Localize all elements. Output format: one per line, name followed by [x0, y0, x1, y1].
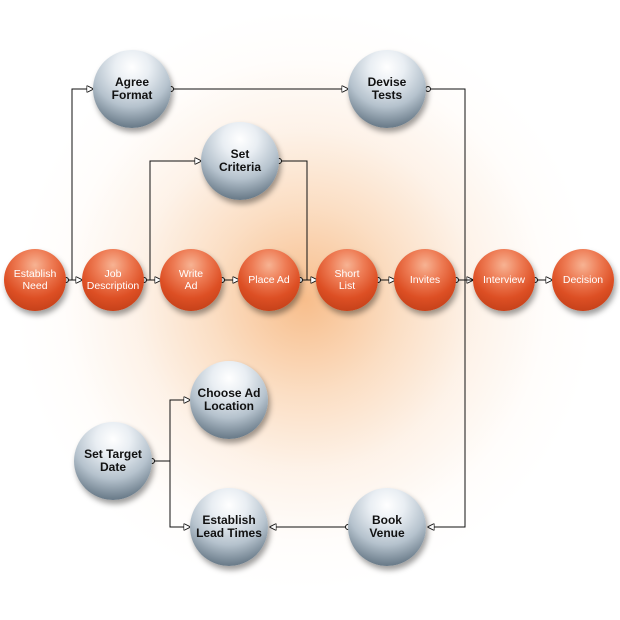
node-establish-lead-times[interactable]: Establish Lead Times	[190, 488, 268, 566]
node-choose-ad-location[interactable]: Choose Ad Location	[190, 361, 268, 439]
edge-set-target-date-to-choose-ad-location	[152, 400, 190, 462]
node-interview[interactable]: Interview	[473, 249, 535, 311]
node-label: Decision	[562, 274, 604, 286]
node-set-target-date[interactable]: Set Target Date	[74, 422, 152, 500]
node-label: Job Description	[86, 268, 140, 292]
node-label: Place Ad	[248, 274, 290, 286]
node-set-criteria[interactable]: Set Criteria	[201, 122, 279, 200]
node-label: Set Target Date	[84, 447, 142, 474]
node-agree-format[interactable]: Agree Format	[93, 50, 171, 128]
node-label: Establish Lead Times	[196, 513, 262, 540]
edge-establish-need-to-agree-format	[71, 89, 93, 280]
node-place-ad[interactable]: Place Ad	[238, 249, 300, 311]
node-label: Write Ad	[178, 268, 204, 292]
edge-job-description-to-set-criteria	[149, 161, 201, 280]
node-short-list[interactable]: Short List	[316, 249, 378, 311]
node-devise-tests[interactable]: Devise Tests	[348, 50, 426, 128]
node-decision[interactable]: Decision	[552, 249, 614, 311]
port-devise-tests	[425, 86, 431, 92]
node-label: Book Venue	[369, 513, 405, 540]
node-label: Devise Tests	[367, 75, 407, 102]
edge-set-criteria-to-short-list	[279, 160, 308, 280]
node-invites[interactable]: Invites	[394, 249, 456, 311]
node-book-venue[interactable]: Book Venue	[348, 488, 426, 566]
node-label: Establish Need	[13, 268, 57, 292]
node-job-description[interactable]: Job Description	[82, 249, 144, 311]
node-label: Choose Ad Location	[197, 386, 261, 413]
node-write-ad[interactable]: Write Ad	[160, 249, 222, 311]
edge-set-target-date-to-establish-lead-times	[169, 461, 190, 527]
node-label: Interview	[482, 274, 525, 286]
node-label: Agree Format	[111, 75, 153, 102]
node-label: Invites	[409, 274, 441, 286]
node-label: Short List	[334, 268, 360, 292]
node-label: Set Criteria	[218, 147, 262, 174]
node-establish-need[interactable]: Establish Need	[4, 249, 66, 311]
edge-devise-tests-to-book-venue	[428, 88, 466, 527]
